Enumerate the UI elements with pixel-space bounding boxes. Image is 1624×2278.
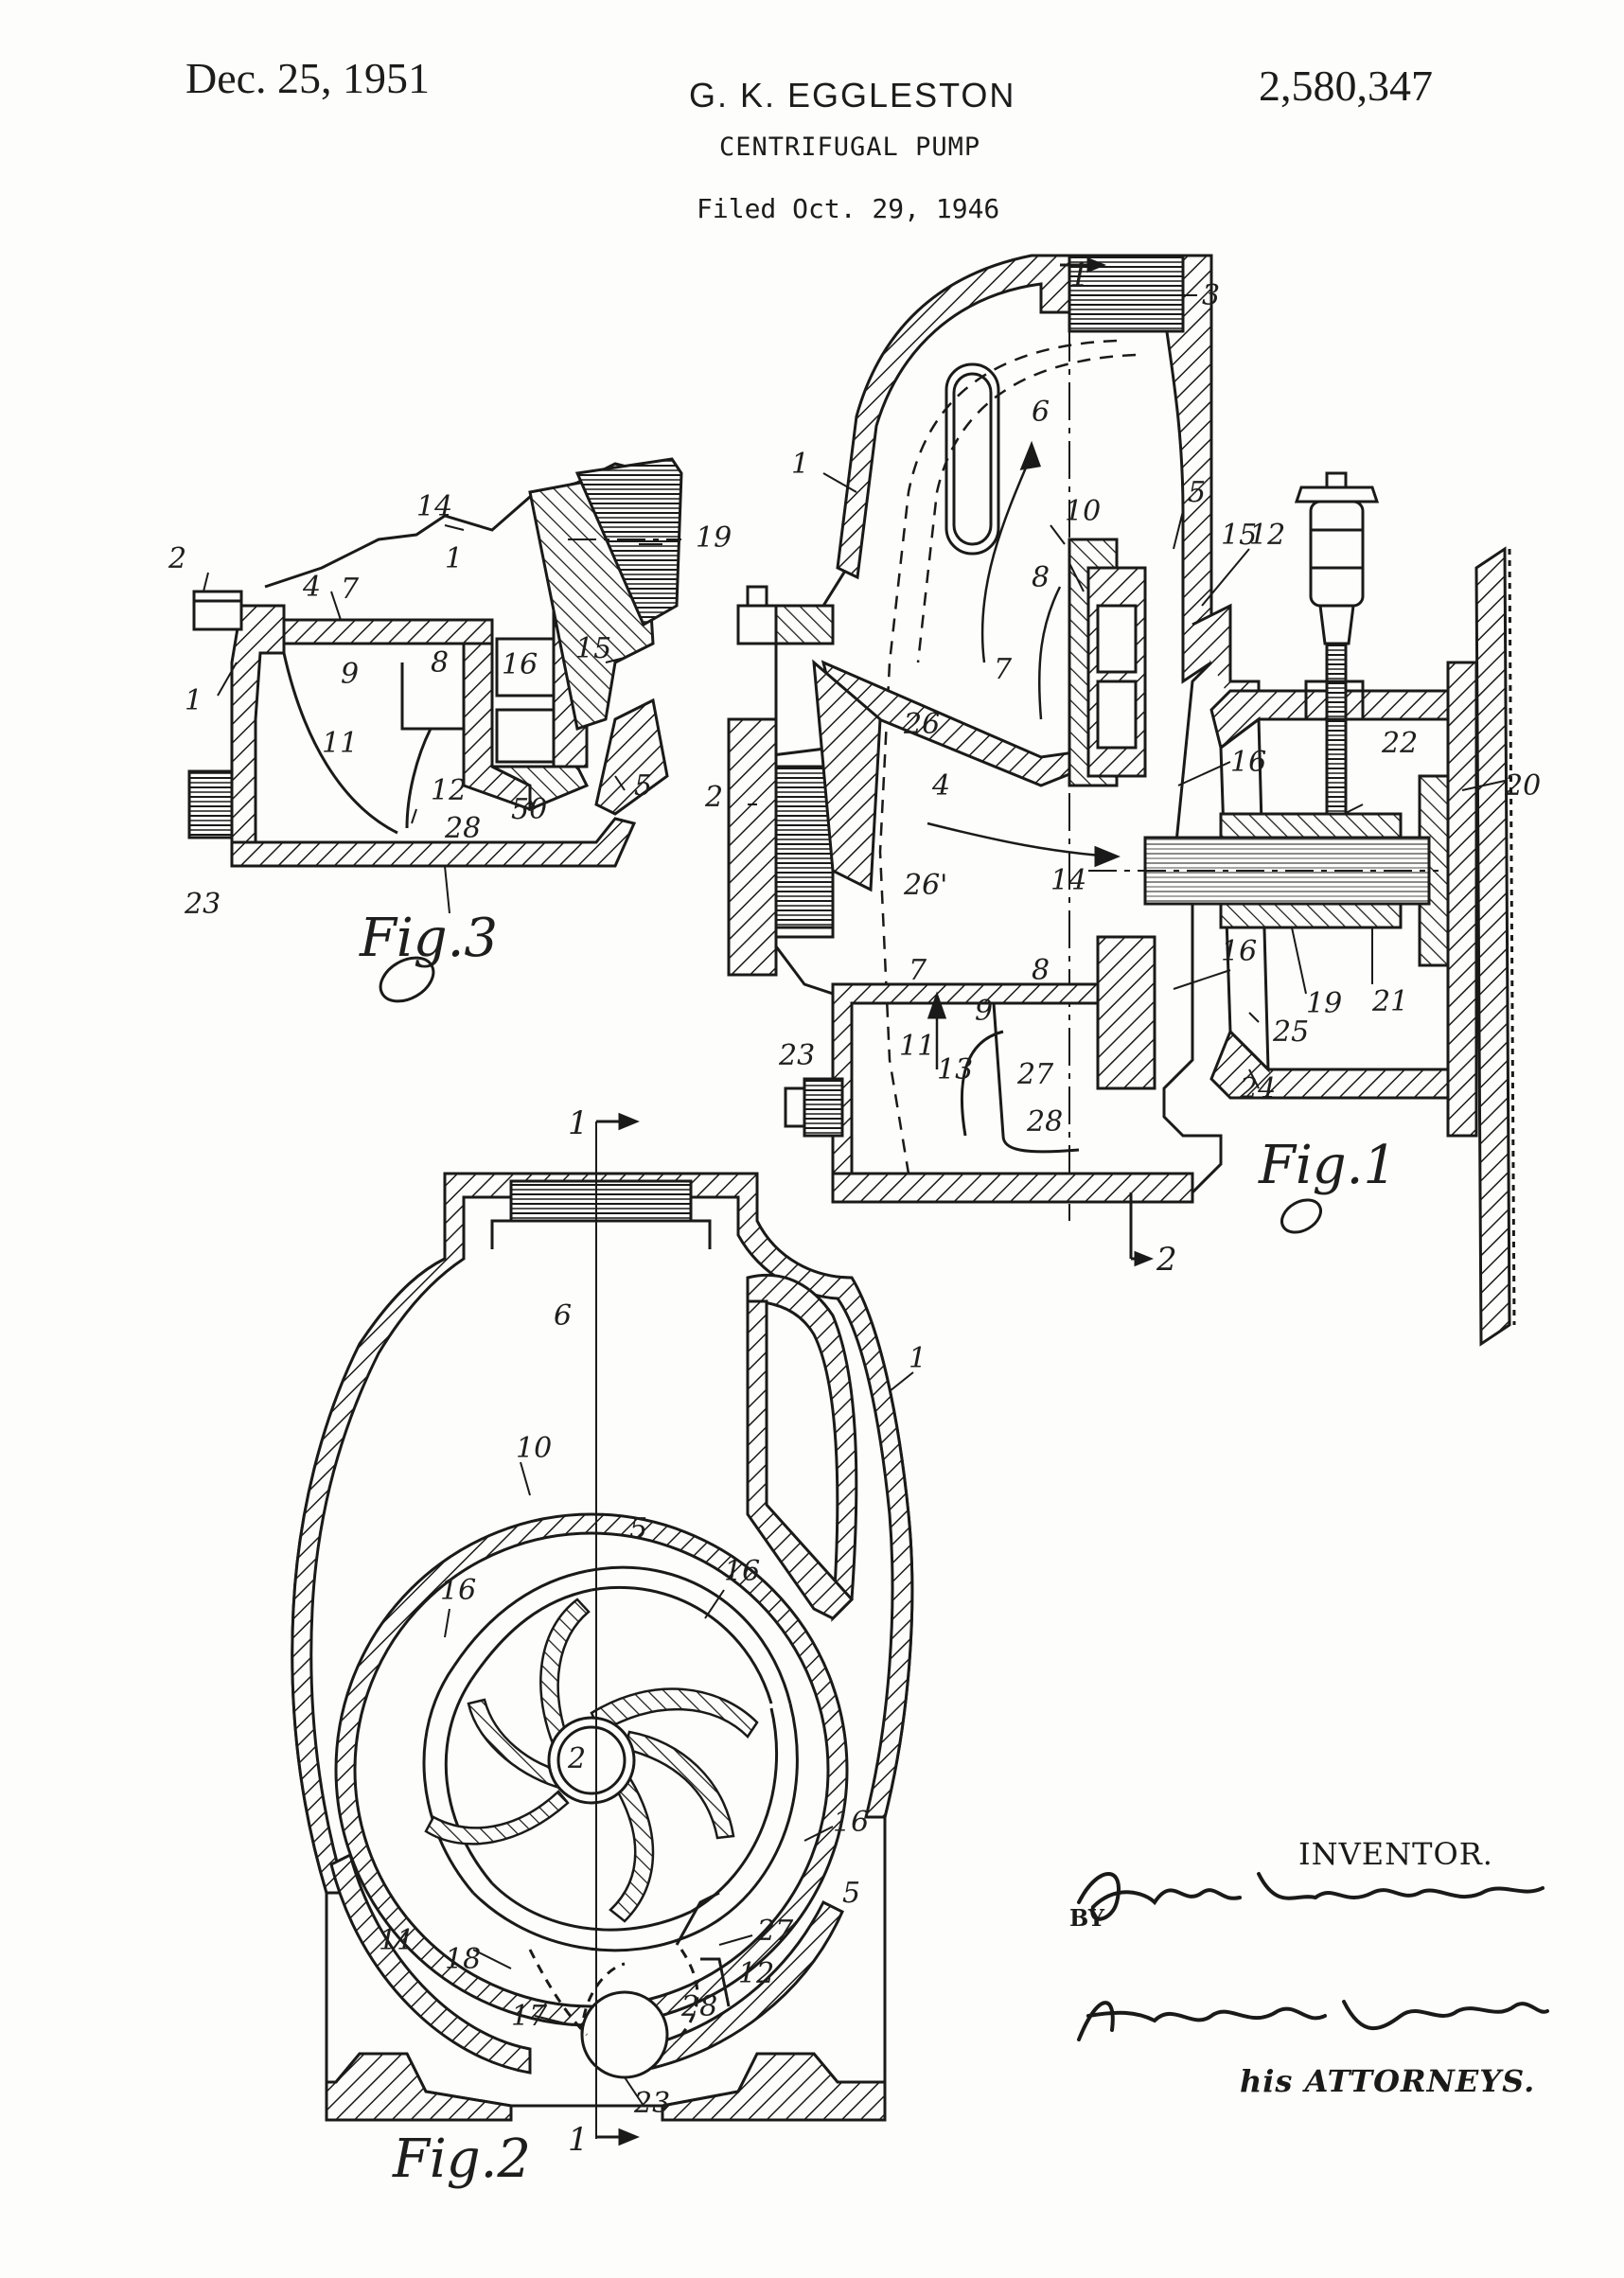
fig1-ref-23: 23	[778, 1039, 815, 1072]
fig2-ref-10: 10	[516, 1432, 552, 1465]
fig3-ref-2: 2	[168, 542, 186, 575]
fig3-ref-1: 1	[185, 684, 203, 717]
fig2-ref-23: 23	[633, 2087, 670, 2120]
fig3-ref-16: 16	[502, 648, 538, 681]
fig2-ref-16: 16	[440, 1574, 476, 1607]
fig1-ref-8: 8	[1032, 561, 1050, 594]
fig1-section-mark-top: 1	[1069, 256, 1090, 294]
fig2-section-mark-bottom: 1	[568, 2121, 589, 2159]
fig1-ref-27: 27	[1016, 1058, 1054, 1091]
fig1-ref-24: 24	[1239, 1072, 1276, 1105]
fig2-ref-5b: 5	[842, 1877, 860, 1910]
fig1-ref-3: 3	[1202, 279, 1220, 312]
fig1-ref-14: 14	[1050, 864, 1086, 897]
fig3-ref-28: 28	[444, 812, 481, 845]
fig3-ref-8: 8	[431, 646, 449, 680]
fig3-ref-19: 19	[696, 521, 732, 555]
fig1-ref-4: 4	[931, 769, 950, 803]
inventor-label: INVENTOR.	[1298, 1836, 1493, 1872]
patent-number: 2,580,347	[1259, 62, 1433, 110]
fig1-ref-15: 16	[1230, 746, 1266, 779]
figure-3-label: Fig.3	[359, 908, 498, 969]
patent-title: CENTRIFUGAL PUMP	[719, 132, 981, 162]
figure-3-reference-numerals: 14 19 2 1 4 7 8 16 9 15 1 11 12 50 5 28 …	[168, 490, 732, 1003]
fig1-ref-26: 26	[903, 708, 940, 741]
fig3-ref-7: 7	[341, 573, 360, 606]
figure-2-cross-section	[291, 1112, 914, 2146]
fig3-ref-5: 5	[634, 769, 652, 803]
fig2-ref-17: 17	[511, 2000, 548, 2033]
fig2-ref-16b: 16	[724, 1555, 760, 1588]
fig3-ref-9: 9	[341, 658, 359, 691]
fig1-ref-5: 5	[1188, 476, 1206, 509]
fig2-ref-12: 12	[738, 1957, 774, 1990]
fig1-section-mark-bottom: 2	[1156, 1241, 1177, 1279]
inventor-signature: Gilbert K. Eggleston	[1077, 1872, 1545, 1921]
fig3-ref-12: 12	[431, 774, 467, 807]
fig1-ref-12: 13	[937, 1053, 973, 1086]
patent-date: Dec. 25, 1951	[185, 54, 431, 102]
fig1-ref-16: 15	[1221, 519, 1257, 552]
fig1-ref-19: 19	[1306, 987, 1342, 1020]
fig1-ref-1: 1	[791, 448, 809, 481]
fig3-ref-11: 11	[322, 727, 358, 760]
figure-3-partial-section	[187, 457, 683, 868]
fig3-ref-50: 50	[511, 793, 547, 826]
fig1-ref-20: 20	[1504, 769, 1541, 803]
figure-1-label: Fig.1	[1258, 1135, 1397, 1196]
fig3-ref-23: 23	[184, 888, 221, 921]
by-label: BY	[1069, 1904, 1104, 1932]
attorneys-label: his ATTORNEYS.	[1240, 2063, 1536, 2099]
fig2-ref-28: 28	[680, 1990, 717, 2023]
fig2-ref-5: 5	[629, 1512, 647, 1545]
fig1-ref-7: 7	[994, 653, 1013, 686]
fig1-ref-25: 25	[1272, 1015, 1309, 1049]
fig2-ref-11: 11	[379, 1924, 415, 1957]
figure-1-reference-numerals: 3 6 1 5 10 12 8 7 26 16 22 20 4 2 26' 14…	[704, 256, 1541, 1279]
fig1-ref-10: 10	[1065, 495, 1101, 528]
fig2-ref-16c: 16	[833, 1806, 869, 1839]
fig1-ref-22: 22	[1381, 727, 1418, 760]
fig1-ref-16b: 16	[1221, 935, 1257, 968]
figure-2-reference-numerals: 6 1 10 5 16 16 2 16 5 27 12 11 18 28 17 …	[379, 1104, 927, 2190]
fig1-ref-8b: 8	[1032, 954, 1050, 987]
fig2-ref-1: 1	[909, 1342, 927, 1375]
fig1-ref-2: 2	[704, 781, 723, 814]
fig2-ref-2: 2	[567, 1742, 586, 1775]
fig1-ref-9: 9	[975, 995, 993, 1028]
filed-date: Filed Oct. 29, 1946	[697, 193, 1000, 224]
fig2-section-mark-top: 1	[568, 1104, 589, 1142]
fig3-ref-15: 15	[575, 632, 611, 665]
fig1-ref-21: 21	[1371, 985, 1408, 1018]
fig3-ref-1b: 1	[445, 542, 463, 575]
fig1-ref-13: 12	[1249, 519, 1285, 552]
fig3-ref-4: 4	[302, 571, 321, 604]
inventor-name: G. K. EGGLESTON	[689, 76, 1016, 115]
fig2-ref-6: 6	[554, 1299, 572, 1333]
fig1-ref-7b: 7	[909, 954, 927, 987]
figure-2-label: Fig.2	[392, 2128, 531, 2190]
fig1-ref-28: 28	[1026, 1105, 1063, 1139]
figure-1-sectional-view	[727, 254, 1516, 1347]
fig1-ref-11: 11	[899, 1030, 935, 1063]
fig1-ref-6: 6	[1032, 396, 1050, 429]
fig3-ref-14: 14	[416, 490, 452, 523]
attorneys-signature: Haragood & Cushman	[1077, 2000, 1549, 2041]
fig2-ref-27: 27	[756, 1915, 794, 1948]
fig1-ref-26-prime: 26'	[903, 869, 947, 902]
fig2-ref-18: 18	[445, 1943, 481, 1976]
